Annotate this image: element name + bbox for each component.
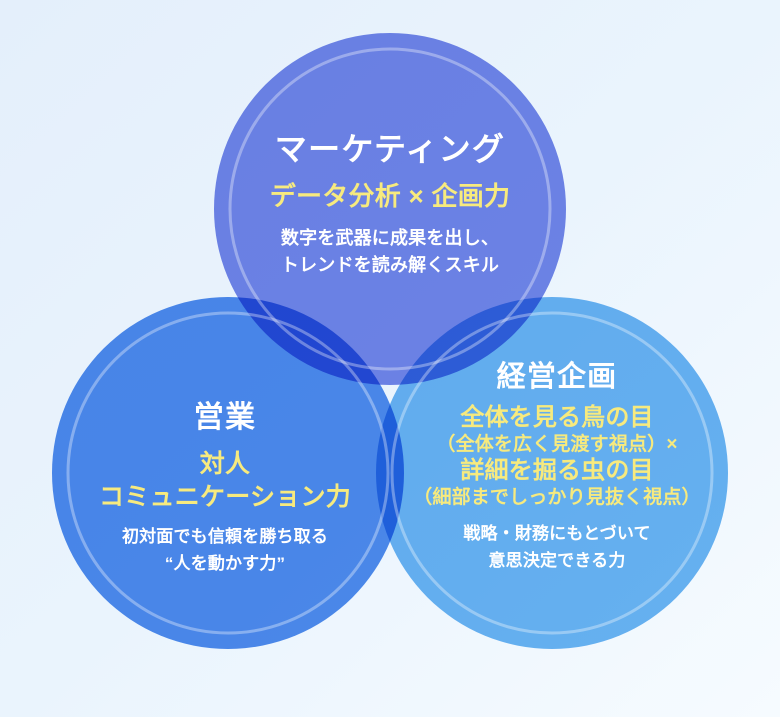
sales-desc-line-2: “人を動かす力” bbox=[164, 553, 286, 573]
sales-desc-line-1: 初対面でも信頼を勝ち取る bbox=[121, 526, 329, 546]
sales-text-block: 営業 対人 コミュニケーション力 初対面でも信頼を勝ち取る “人を動かす力” bbox=[55, 398, 395, 577]
marketing-title: マーケティング bbox=[274, 131, 506, 167]
planning-accent-line-3: 詳細を掘る虫の目 bbox=[460, 457, 654, 485]
planning-accent-line-1: 全体を見る鳥の目 bbox=[460, 404, 654, 432]
inner-arc-group bbox=[66, 47, 714, 635]
marketing-circle-shape bbox=[214, 33, 566, 385]
sales-inner-arc bbox=[66, 311, 390, 635]
sales-accent-line-2: コミュニケーション力 bbox=[98, 482, 351, 511]
planning-circle-shape bbox=[376, 297, 728, 649]
planning-text-block: 経営企画 全体を見る鳥の目 （全体を広く見渡す視点）× 詳細を掘る虫の目 （細部… bbox=[398, 358, 716, 575]
planning-desc-line-2: 意思決定できる力 bbox=[488, 551, 626, 571]
planning-accent-line-4: （細部までしっかり見抜く視点） bbox=[413, 486, 701, 508]
sales-description: 初対面でも信頼を勝ち取る “人を動かす力” bbox=[55, 523, 395, 577]
sales-accent: 対人 コミュニケーション力 bbox=[55, 448, 395, 514]
planning-accent: 全体を見る鳥の目 （全体を広く見渡す視点）× 詳細を掘る虫の目 （細部までしっか… bbox=[398, 404, 716, 510]
sales-circle-shape bbox=[52, 297, 404, 649]
planning-description: 戦略・財務にもとづいて 意思決定できる力 bbox=[398, 520, 716, 574]
marketing-description: 数字を武器に成果を出し、 トレンドを読み解くスキル bbox=[190, 225, 590, 281]
sales-accent-line-1: 対人 bbox=[199, 449, 251, 478]
circle-group bbox=[52, 33, 728, 649]
planning-inner-arc bbox=[390, 311, 714, 635]
marketing-desc-line-2: トレンドを読み解くスキル bbox=[280, 255, 500, 276]
marketing-accent: データ分析 × 企画力 bbox=[190, 179, 590, 213]
marketing-text-block: マーケティング データ分析 × 企画力 数字を武器に成果を出し、 トレンドを読み… bbox=[190, 128, 590, 280]
planning-accent-line-2: （全体を広く見渡す視点）× bbox=[436, 433, 678, 455]
marketing-desc-line-1: 数字を武器に成果を出し、 bbox=[280, 227, 500, 248]
sales-title: 営業 bbox=[193, 401, 257, 434]
marketing-accent-line-1: データ分析 × 企画力 bbox=[269, 181, 511, 212]
planning-desc-line-1: 戦略・財務にもとづいて bbox=[463, 524, 651, 544]
planning-title: 経営企画 bbox=[496, 361, 618, 393]
marketing-inner-arc bbox=[228, 47, 552, 371]
